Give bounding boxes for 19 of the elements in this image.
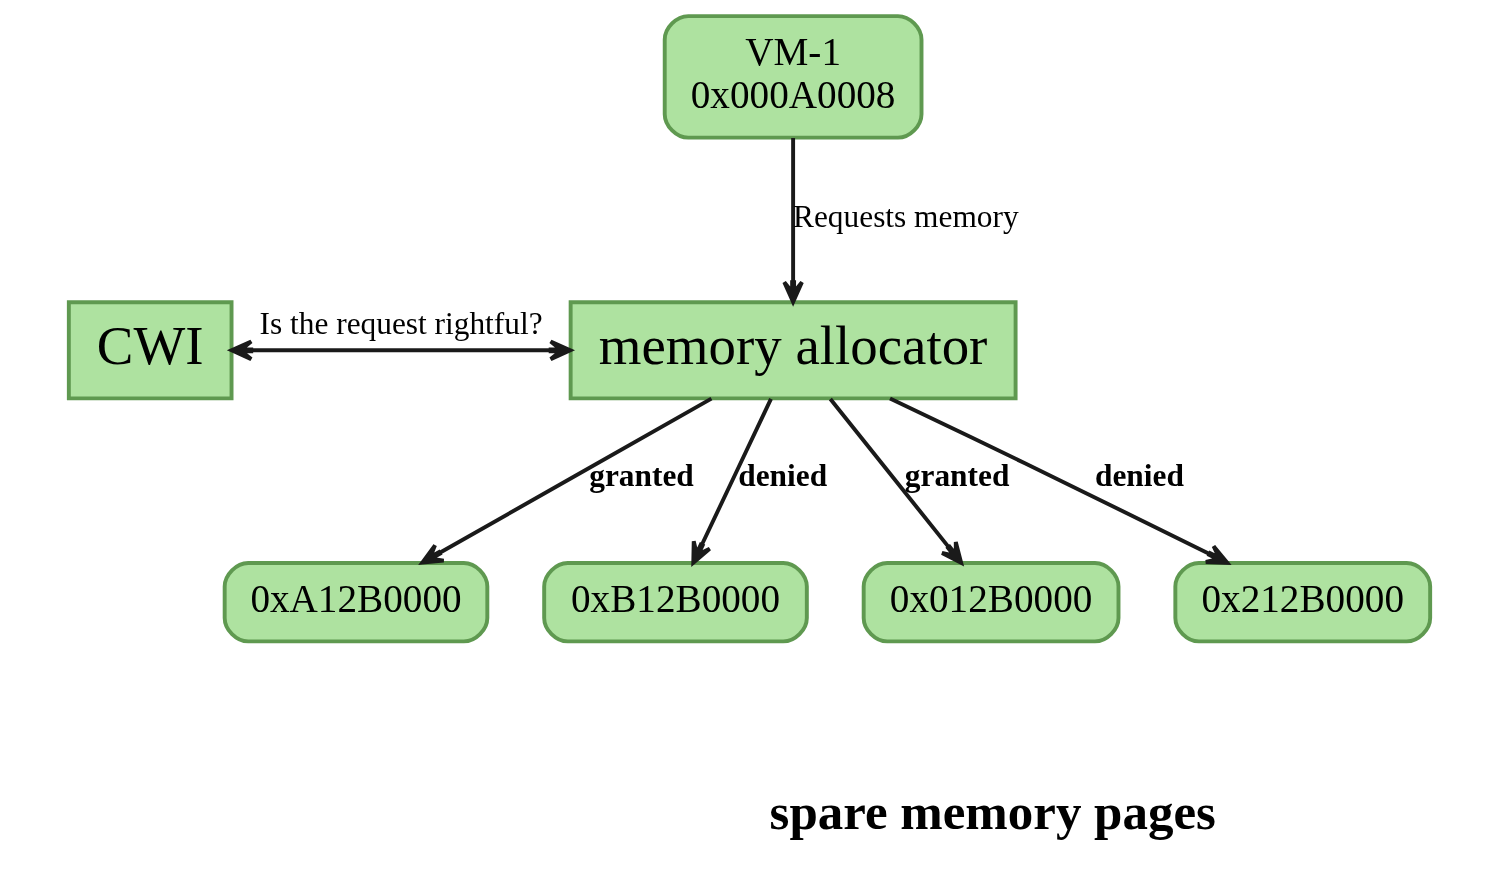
edge-label: granted	[904, 458, 1010, 494]
arrow	[229, 339, 573, 362]
node-box: 0xB12B0000	[542, 561, 809, 644]
node-box: 0xA12B0000	[222, 561, 490, 644]
arrow	[691, 398, 773, 565]
arrow	[420, 396, 713, 565]
edge-label: denied	[1094, 458, 1184, 494]
node-box: memory allocator	[568, 300, 1018, 401]
arrow	[828, 397, 964, 565]
label: spare memory pages	[769, 784, 1216, 841]
edge-label: granted	[589, 458, 694, 494]
edge-label: denied	[738, 458, 828, 494]
arrow	[782, 138, 804, 304]
node-box: 0x212B0000	[1173, 561, 1433, 644]
edge-label: Is the request rightful?	[259, 306, 543, 342]
node-box: 0x012B0000	[861, 561, 1121, 644]
node-box: VM-1 0x000A0008	[662, 14, 924, 140]
node-box: CWI	[66, 300, 234, 401]
arrow	[889, 396, 1230, 565]
